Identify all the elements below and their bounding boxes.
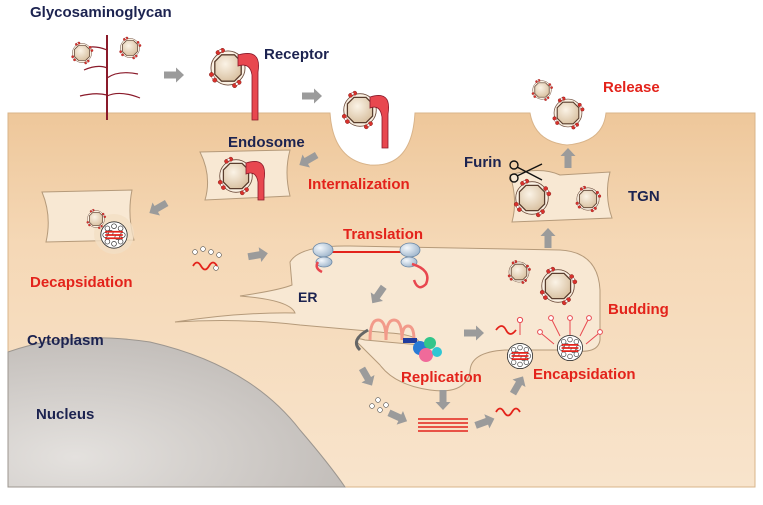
release-virions [531, 78, 585, 130]
label-translation: Translation [343, 226, 424, 243]
arrow-receptor [302, 88, 322, 104]
label-decapsidation: Decapsidation [30, 274, 133, 291]
glycosaminoglycan-tree [71, 35, 142, 120]
label-receptor: Receptor [264, 46, 330, 63]
protein-stalk [516, 316, 524, 335]
label-cytoplasm: Cytoplasm [27, 332, 104, 349]
receptor-binding [208, 47, 259, 121]
label-replication: Replication [401, 369, 482, 386]
translation-ribosomes [312, 242, 429, 289]
released-genome [192, 246, 222, 271]
label-encapsidation: Encapsidation [533, 366, 636, 383]
label-furin: Furin [464, 154, 502, 171]
progeny-genome [495, 407, 521, 417]
label-internalization: Internalization [308, 176, 410, 193]
budding-capsid [537, 315, 603, 362]
arrow-attachment [164, 67, 184, 83]
label-glycosaminoglycan: Glycosaminoglycan [30, 4, 172, 21]
label-endosome: Endosome [228, 134, 305, 151]
internalization-vesicle [341, 90, 389, 149]
label-nucleus: Nucleus [36, 406, 95, 423]
label-er: ER [298, 289, 318, 305]
label-tgn: TGN [628, 188, 660, 205]
scissors-icon [509, 160, 543, 183]
label-release: Release [603, 79, 660, 96]
replication-complex [354, 318, 442, 362]
rna-pool [418, 418, 468, 432]
nucleotide-dots [369, 397, 389, 413]
new-capsid [506, 342, 534, 370]
nucleus [7, 337, 346, 488]
label-budding: Budding [608, 301, 669, 318]
